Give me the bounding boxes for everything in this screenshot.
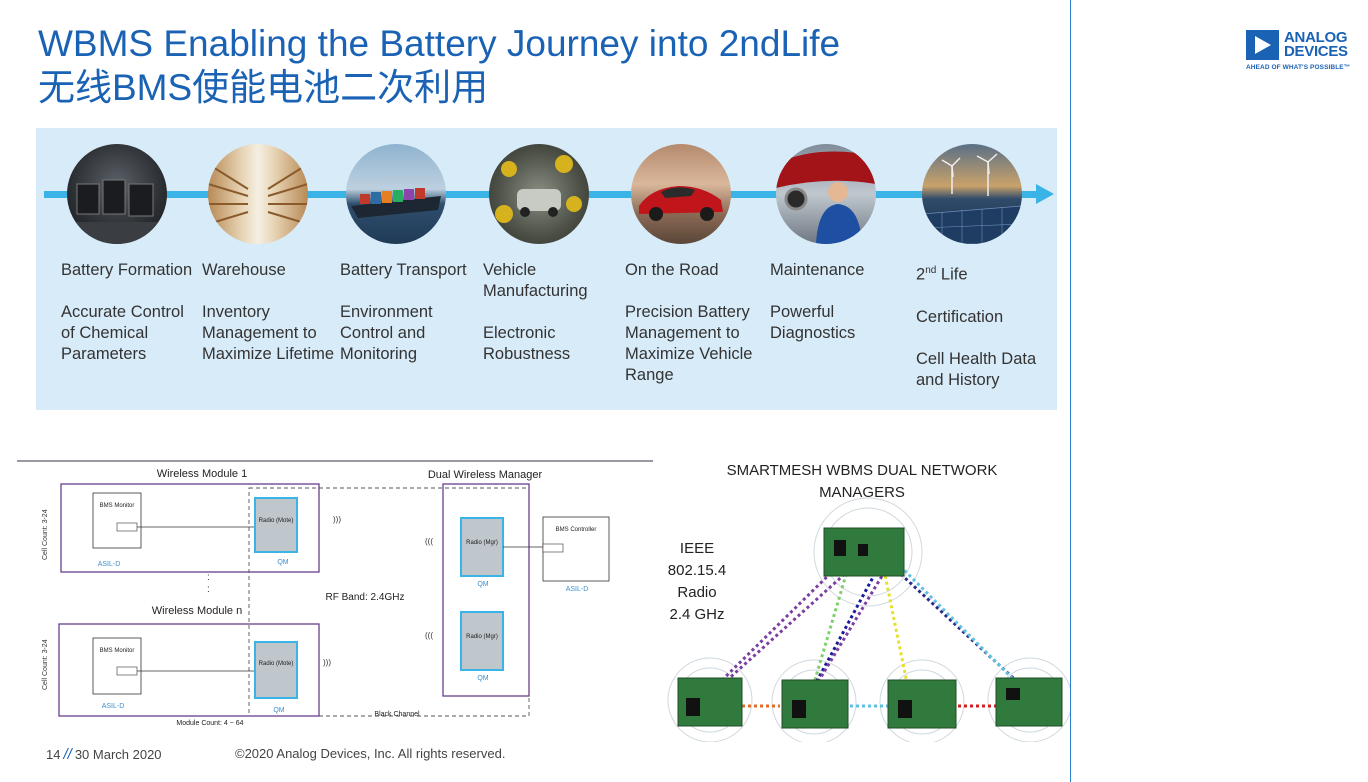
smartmesh-network-figure: SMARTMESH WBMS DUAL NETWORK MANAGERS IEE…: [652, 452, 1070, 742]
rf-band-label: RF Band: 2.4GHz: [326, 592, 405, 603]
mesh-title: SMARTMESH WBMS DUAL NETWORK MANAGERS: [726, 462, 998, 501]
battery-formation-photo: [67, 144, 167, 244]
radio-spec-label: IEEE 802.15.4 Radio 2.4 GHz: [667, 540, 727, 623]
arrow-head-icon: [1036, 184, 1054, 204]
stage-title: Warehouse: [202, 261, 286, 279]
analog-devices-logo: ANALOG DEVICES AHEAD OF WHAT'S POSSIBLE™: [1246, 30, 1358, 71]
page-number: 14: [46, 747, 61, 762]
logo-tagline: AHEAD OF WHAT'S POSSIBLE™: [1246, 64, 1351, 71]
slash-divider: //: [63, 746, 72, 763]
bms-controller-label: BMS Controller: [556, 527, 597, 533]
signal-icon: (((: [425, 537, 433, 546]
stage-title: On the Road: [625, 261, 719, 279]
stage-on-the-road: On the Road Precision Battery Management…: [625, 144, 765, 386]
title-chinese: 无线BMS使能电池二次利用: [38, 67, 489, 108]
cargo-ship-photo: [346, 144, 446, 244]
right-divider: [1070, 0, 1071, 782]
assembly-line-photo: [489, 144, 589, 244]
stage-title: Maintenance: [770, 261, 865, 279]
bms-monitor-label: BMS Monitor: [100, 503, 135, 509]
asil-d-label: ASIL-D: [102, 703, 125, 710]
solar-wind-photo: [922, 144, 1022, 244]
qm-label: QM: [273, 707, 284, 714]
stage-description: Cell Health Data and History: [916, 349, 1037, 389]
radio-mgr-label: Radio (Mgr): [466, 540, 498, 546]
red-car-photo: [631, 144, 731, 244]
module-count-label: Module Count: 4 ~ 64: [176, 720, 243, 727]
signal-icon: (((: [425, 631, 433, 640]
stage-description: Precision Battery Management to Maximize…: [625, 303, 753, 384]
stage-warehouse: Warehouse Inventory Management to Maximi…: [202, 144, 342, 365]
qm-label: QM: [477, 581, 488, 588]
black-channel-label: Black Channel: [374, 711, 420, 718]
modulen-label: Wireless Module n: [152, 605, 242, 617]
stage-description: Powerful Diagnostics: [770, 303, 856, 342]
stage-battery-formation: Battery Formation Accurate Control of Ch…: [61, 144, 201, 365]
stage-description: Certification: [916, 307, 1004, 326]
stage-description: Electronic Robustness: [483, 324, 571, 363]
asil-d-label: ASIL-D: [98, 561, 121, 568]
module1-label: Wireless Module 1: [157, 468, 247, 480]
ellipsis-label: :: [207, 584, 210, 595]
mechanic-photo: [776, 144, 876, 244]
cell-count-label: Cell Count: 3-24: [42, 509, 49, 560]
stage-battery-transport: Battery Transport Environment Control an…: [340, 144, 480, 365]
radio-mote-label: Radio (Mote): [259, 518, 294, 524]
qm-label: QM: [477, 675, 488, 682]
stage-description: Environment Control and Monitoring: [340, 303, 433, 363]
battery-journey-panel: Battery Formation Accurate Control of Ch…: [36, 128, 1057, 410]
stage-title: Vehicle Manufacturing: [483, 261, 588, 300]
mesh-graphic: [667, 497, 1070, 742]
slide-date: 30 March 2020: [74, 747, 162, 762]
logo-triangle-icon: [1246, 30, 1279, 60]
wireless-bms-block-diagram: Wireless Module 1 Dual Wireless Manager …: [17, 460, 653, 727]
stage-second-life: 2nd Life Certification Cell Health Data …: [916, 144, 1056, 391]
title-english: WBMS Enabling the Battery Journey into 2…: [38, 23, 841, 64]
asil-d-label: ASIL-D: [566, 586, 589, 593]
ellipsis-label: :: [207, 572, 210, 583]
stage-title: Battery Transport: [340, 261, 467, 279]
qm-label: QM: [277, 559, 288, 566]
slide-title: WBMS Enabling the Battery Journey into 2…: [38, 22, 840, 110]
logo-wordmark: ANALOG DEVICES: [1284, 29, 1348, 60]
radio-mote-label: Radio (Mote): [259, 661, 294, 667]
stage-title: Battery Formation: [61, 261, 193, 279]
footer-page-date: 14//30 March 2020: [46, 746, 162, 763]
footer-copyright: ©2020 Analog Devices, Inc. All rights re…: [235, 746, 506, 761]
signal-icon: ))): [323, 658, 331, 667]
stage-title: 2nd Life: [916, 265, 968, 284]
stage-maintenance: Maintenance Powerful Diagnostics: [770, 144, 910, 344]
bms-monitor-label: BMS Monitor: [100, 648, 135, 654]
stage-vehicle-manufacturing: Vehicle Manufacturing Electronic Robustn…: [483, 144, 623, 365]
stage-description: Accurate Control of Chemical Parameters: [61, 303, 184, 363]
signal-icon: ))): [333, 515, 341, 524]
stage-description: Inventory Management to Maximize Lifetim…: [202, 303, 335, 363]
manager-label: Dual Wireless Manager: [428, 469, 543, 481]
warehouse-photo: [208, 144, 308, 244]
radio-mgr-label: Radio (Mgr): [466, 634, 498, 640]
cell-count-label: Cell Count: 3-24: [42, 639, 49, 690]
